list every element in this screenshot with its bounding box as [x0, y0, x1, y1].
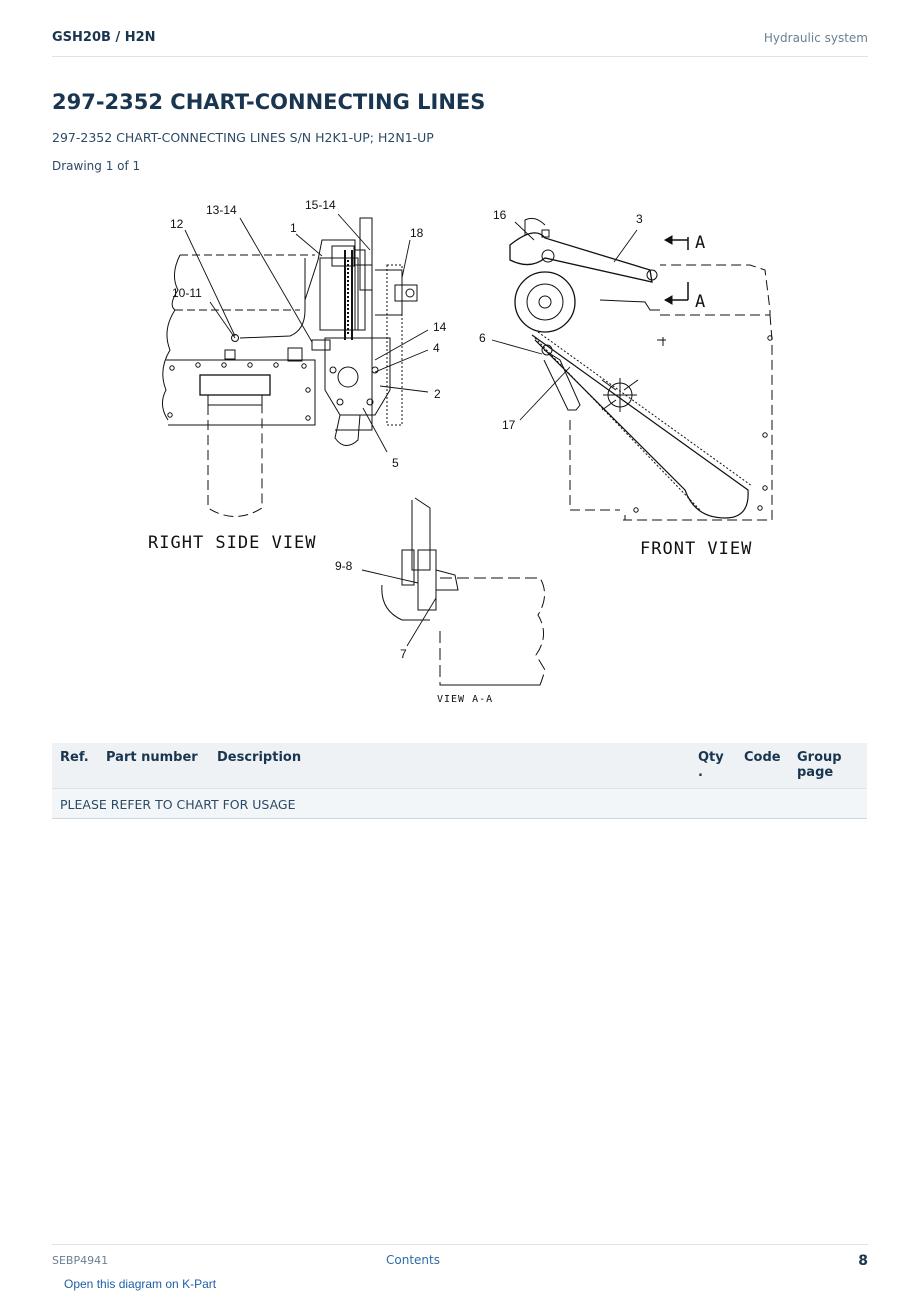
callout-14: 14: [433, 320, 447, 334]
callout-2: 2: [434, 387, 441, 401]
callout-16: 16: [493, 208, 507, 222]
parts-diagram: 13-14 15-14 12 1 18 10-11 14 4 2 5 16 3 …: [140, 190, 790, 710]
drawing-count: Drawing 1 of 1: [52, 159, 141, 173]
callout-6: 6: [479, 331, 486, 345]
page-header: GSH20B / H2N Hydraulic system: [52, 28, 868, 57]
usage-note: PLEASE REFER TO CHART FOR USAGE: [52, 788, 867, 819]
table-header-row: Ref. Part number Description Qty . Code …: [52, 743, 867, 789]
contents-link[interactable]: Contents: [386, 1253, 440, 1267]
section-marker-a-bottom: A: [695, 292, 706, 312]
section-marker-a-top: A: [695, 233, 706, 253]
callout-13-14: 13-14: [206, 203, 237, 217]
col-group-page: Group page: [789, 743, 867, 789]
callout-10-11: 10-11: [172, 286, 202, 300]
callout-4: 4: [433, 341, 440, 355]
callout-3: 3: [636, 212, 643, 226]
page-footer: SEBP4941 Contents 8: [52, 1244, 868, 1275]
document-id: SEBP4941: [52, 1254, 109, 1267]
parts-table: Ref. Part number Description Qty . Code …: [52, 743, 867, 819]
right-side-view-label: RIGHT SIDE VIEW: [148, 533, 317, 553]
view-aa-label: VIEW A-A: [437, 694, 493, 705]
parts-diagram-svg: 13-14 15-14 12 1 18 10-11 14 4 2 5 16 3 …: [148, 198, 773, 705]
col-part-number: Part number: [98, 743, 209, 789]
kpart-link[interactable]: Open this diagram on K-Part: [64, 1277, 217, 1291]
col-ref: Ref.: [52, 743, 98, 789]
section-label: Hydraulic system: [763, 31, 868, 45]
callout-9-8: 9-8: [335, 559, 353, 573]
page-subtitle: 297-2352 CHART-CONNECTING LINES S/N H2K1…: [52, 130, 434, 145]
callout-1: 1: [290, 221, 297, 235]
callout-15-14: 15-14: [305, 198, 336, 212]
callout-7: 7: [400, 647, 407, 661]
callout-17: 17: [502, 418, 516, 432]
col-qty: Qty .: [690, 743, 736, 789]
model-label: GSH20B / H2N: [52, 30, 156, 45]
callout-12: 12: [170, 217, 184, 231]
callout-5: 5: [392, 456, 399, 470]
front-view-label: FRONT VIEW: [640, 539, 752, 559]
page-number: 8: [858, 1253, 868, 1269]
callout-18: 18: [410, 226, 424, 240]
table-row: PLEASE REFER TO CHART FOR USAGE: [52, 788, 867, 819]
col-description: Description: [209, 743, 690, 789]
page-title: 297-2352 CHART-CONNECTING LINES: [52, 90, 486, 114]
col-code: Code: [736, 743, 789, 789]
